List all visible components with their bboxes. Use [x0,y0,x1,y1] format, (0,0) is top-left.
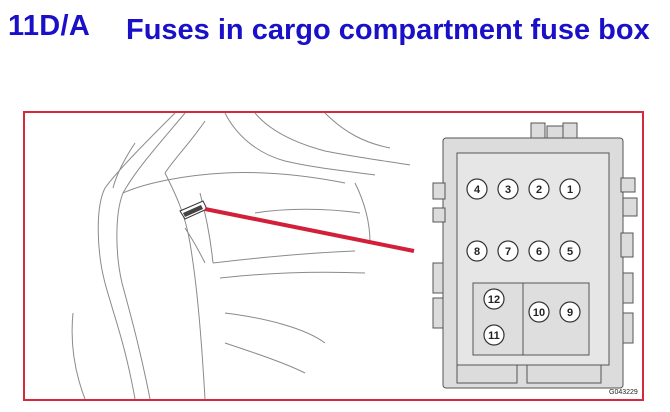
fuse-label: 11 [488,330,500,342]
fuse-12: 12 [483,288,505,310]
section-title: Fuses in cargo compartment fuse box [126,14,650,46]
fuse-7: 7 [497,240,519,262]
cargo-compartment-drawing [71,113,411,399]
fuse-label: 3 [505,184,511,196]
fuse-9: 9 [559,301,581,323]
fuse-label: 4 [474,184,481,196]
fuse-label: 1 [567,184,573,196]
figure-code: G043229 [609,389,638,396]
fuse-1: 1 [559,178,581,200]
fuse-3: 3 [497,178,519,200]
fuse-label: 5 [567,246,573,258]
fuse-label: 7 [505,246,511,258]
callout-line [204,207,415,253]
fuse-10: 10 [528,301,550,323]
fuse-box-location-marker [179,200,208,220]
fuse-label: 2 [536,184,542,196]
fuse-label: 9 [567,307,573,319]
fuse-4: 4 [466,178,488,200]
page-heading: 11D/A Fuses in cargo compartment fuse bo… [0,0,670,100]
fuse-grid: 4 3 2 1 8 7 6 [466,178,581,346]
fuse-11: 11 [483,324,505,346]
fuse-label: 10 [533,307,545,319]
fuse-label: 6 [536,246,542,258]
fuse-label: 12 [488,294,500,306]
illustration-canvas: 4 3 2 1 8 7 6 [71,113,638,399]
fuse-2: 2 [528,178,550,200]
fuse-box-illustration: 4 3 2 1 8 7 6 [23,111,644,401]
section-number: 11D/A [8,10,91,42]
fuse-label: 8 [474,246,480,258]
fuse-8: 8 [466,240,488,262]
fuse-6: 6 [528,240,550,262]
fuse-5: 5 [559,240,581,262]
